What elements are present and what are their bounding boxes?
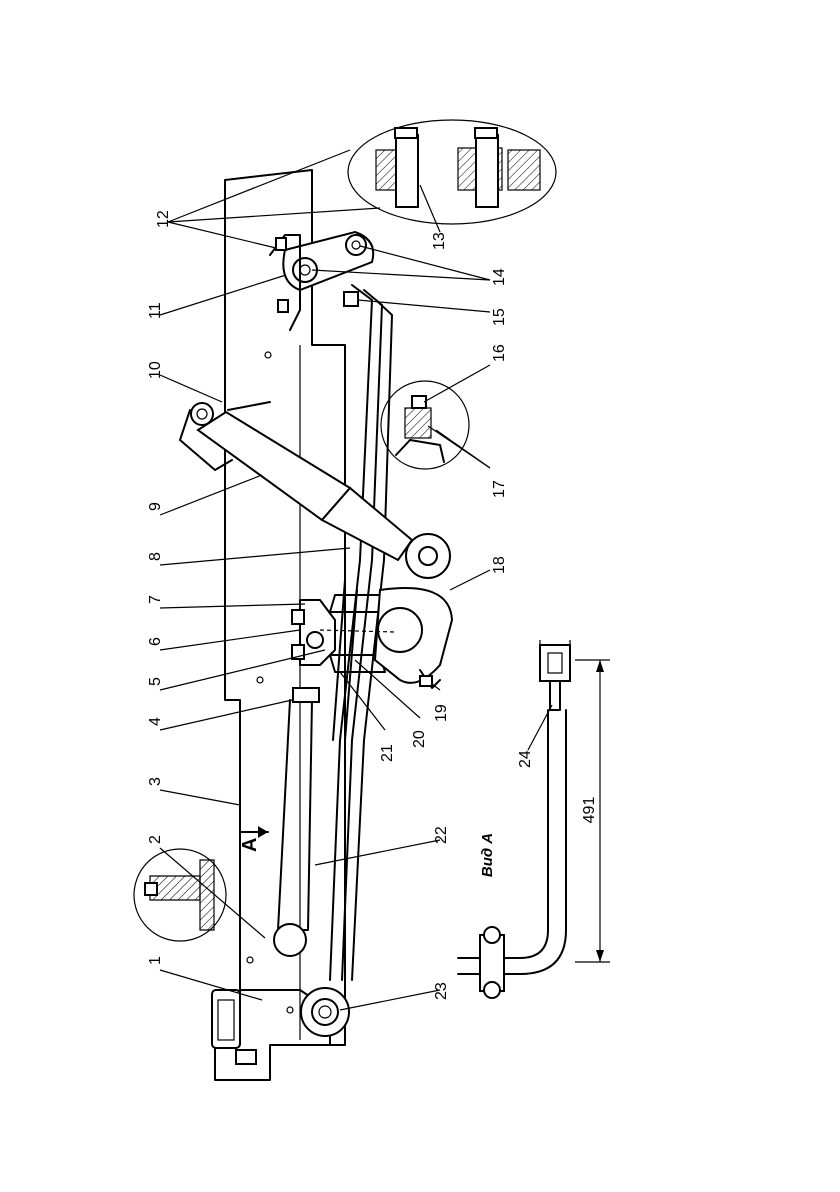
dimension-text: 491 [581, 797, 598, 824]
callout-24: 24 [517, 750, 534, 768]
callout-22: 22 [433, 826, 450, 844]
callout-7: 7 [147, 595, 164, 604]
callout-13: 13 [431, 232, 448, 250]
callout-2: 2 [147, 835, 164, 844]
callout-6: 6 [147, 637, 164, 646]
rear-shackle [270, 232, 373, 330]
callout-14: 14 [491, 268, 508, 286]
detail-bubble-16 [381, 381, 469, 469]
reaction-rod [274, 688, 319, 956]
callout-17: 17 [491, 480, 508, 498]
callout-3: 3 [147, 777, 164, 786]
front-spring-eye [301, 988, 349, 1036]
callout-20: 20 [411, 730, 428, 748]
callout-8: 8 [147, 552, 164, 561]
callout-19: 19 [433, 704, 450, 722]
callout-1: 1 [147, 956, 164, 965]
callout-5: 5 [147, 677, 164, 686]
view-marker-letter: А [239, 838, 261, 852]
callout-23: 23 [433, 982, 450, 1000]
view-a-rod [458, 640, 570, 998]
callout-10: 10 [147, 361, 164, 379]
callout-4: 4 [147, 717, 164, 726]
callout-18: 18 [491, 556, 508, 574]
callout-11: 11 [147, 302, 164, 319]
callout-16: 16 [491, 344, 508, 362]
callout-15: 15 [491, 308, 508, 326]
callout-12: 12 [155, 210, 172, 228]
axle-assembly [292, 588, 452, 688]
detail-bubble-2 [134, 849, 226, 941]
callout-9: 9 [147, 502, 164, 511]
dimension-491: 491 [575, 660, 610, 962]
view-a-marker: А [239, 826, 268, 852]
view-a-label: Вид А [479, 833, 496, 877]
callout-21: 21 [379, 744, 396, 762]
